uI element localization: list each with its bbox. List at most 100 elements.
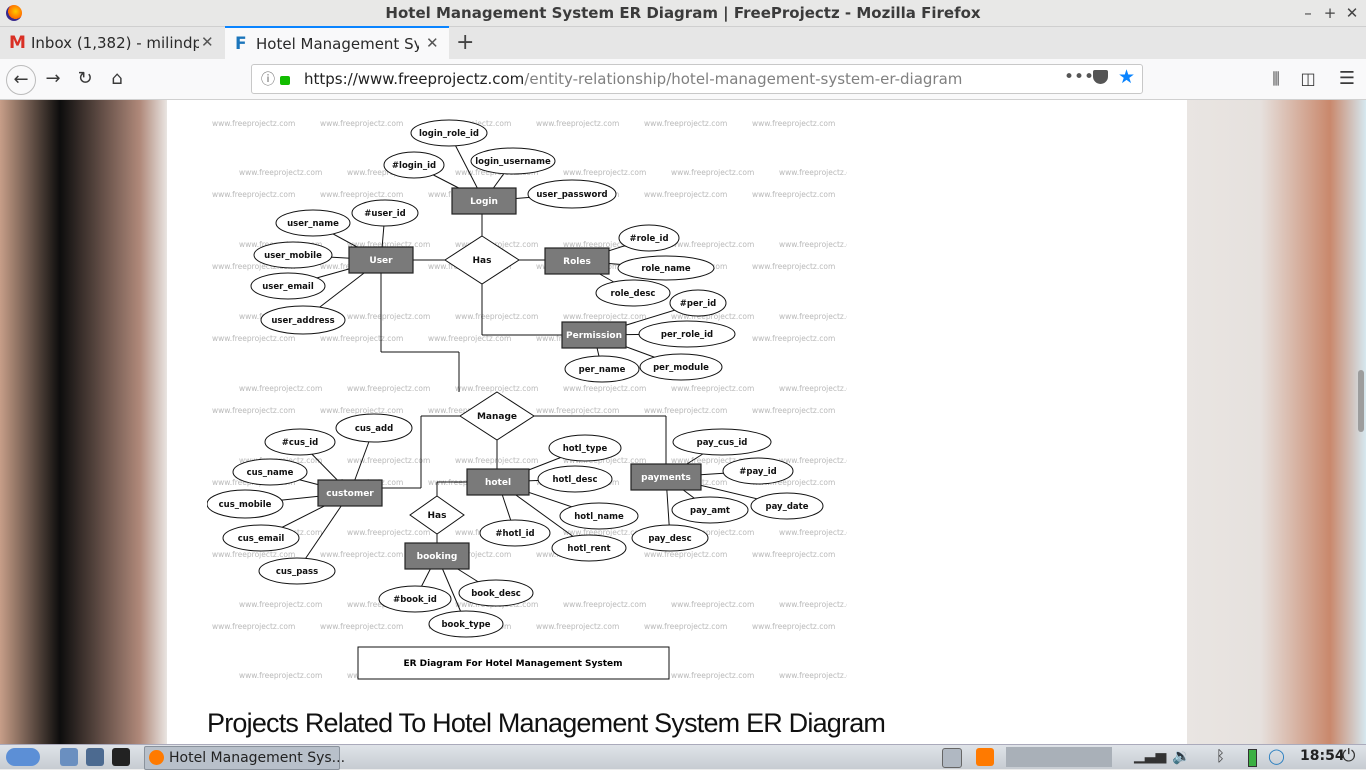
page-body: www.freeprojectz.com www.freeprojectz.com… xyxy=(167,100,1187,744)
watermark-text: www.freeprojectz.com xyxy=(671,456,754,465)
tab-hotel-er[interactable]: F Hotel Management Syste ✕ xyxy=(225,26,449,60)
sidebar-icon[interactable]: ◫ xyxy=(1300,69,1316,88)
home-icon[interactable]: ⌂ xyxy=(111,68,123,89)
entity-label-roles: Roles xyxy=(563,257,591,267)
page-actions-icon[interactable]: ••• xyxy=(1064,67,1095,87)
watermark-text: www.freeprojectz.com xyxy=(563,528,646,537)
entity-label-customer: customer xyxy=(326,489,374,499)
watermark-text: www.freeprojectz.com xyxy=(779,312,847,321)
forward-icon[interactable]: → xyxy=(45,68,61,89)
watermark-text: www.freeprojectz.com xyxy=(779,384,847,393)
related-projects-heading: Projects Related To Hotel Management Sys… xyxy=(207,708,886,738)
attribute-label-hotl-name: hotl_name xyxy=(574,512,624,522)
attribute-label-pay-date: pay_date xyxy=(766,502,809,512)
attribute-label-role-desc: role_desc xyxy=(611,289,656,299)
entity-label-payments: payments xyxy=(641,473,691,483)
clock: 18:54 xyxy=(1300,748,1345,764)
network-icon[interactable]: ▁▃▅ xyxy=(1134,748,1167,764)
watermark-text: www.freeprojectz.com xyxy=(563,312,646,321)
close-window-icon[interactable]: ✕ xyxy=(1345,4,1359,22)
power-icon[interactable]: ⏻ xyxy=(1342,746,1356,766)
attribute-ellipse xyxy=(618,224,680,252)
minimize-icon[interactable]: – xyxy=(1304,4,1312,22)
workspace-switcher[interactable] xyxy=(1006,747,1112,767)
attribute-label-cus-mobile: cus_mobile xyxy=(219,500,272,510)
watermark-text: www.freeprojectz.com xyxy=(320,622,403,631)
reload-icon[interactable]: ↻ xyxy=(77,68,93,89)
attribute-label-per-module: per_module xyxy=(653,363,709,373)
battery-icon[interactable] xyxy=(1248,749,1257,767)
bookmark-star-icon[interactable]: ★ xyxy=(1118,66,1136,88)
chat-icon[interactable]: ◯ xyxy=(1268,747,1285,765)
entity-box-payments xyxy=(630,463,702,491)
attribute-label-hotl-rent: hotl_rent xyxy=(567,544,610,554)
watermark-text: www.freeprojectz.com xyxy=(671,240,754,249)
entity-label-hotel: hotel xyxy=(485,478,511,488)
watermark-text: www.freeprojectz.com xyxy=(212,119,295,128)
url-text[interactable]: https://www.freeprojectz.com/entity-rela… xyxy=(304,70,962,88)
window-title: Hotel Management System ER Diagram | Fre… xyxy=(385,4,981,22)
watermark-text: www.freeprojectz.com xyxy=(320,119,403,128)
taskbar-window-firefox[interactable]: Hotel Management Sys... xyxy=(144,746,345,770)
attribute-ellipse xyxy=(564,355,640,383)
watermark-text: www.freeprojectz.com xyxy=(563,168,646,177)
pocket-icon[interactable] xyxy=(1093,70,1108,84)
maximize-icon[interactable]: + xyxy=(1323,4,1337,22)
attribute-ellipse xyxy=(207,489,284,519)
attribute-label-role-id: #role_id xyxy=(629,234,668,244)
attribute-ellipse xyxy=(631,524,709,552)
attribute-ellipse xyxy=(527,179,617,209)
tab-close-icon[interactable]: ✕ xyxy=(426,34,439,52)
watermark-text: www.freeprojectz.com xyxy=(320,406,403,415)
entity-label-booking: booking xyxy=(417,552,458,562)
watermark-text: www.freeprojectz.com xyxy=(752,334,835,343)
watermark-text: www.freeprojectz.com xyxy=(563,600,646,609)
attribute-ellipse xyxy=(222,524,300,552)
info-icon[interactable]: ⓘ xyxy=(261,72,275,88)
attribute-label-user-address: user_address xyxy=(271,316,334,326)
watermark-text: www.freeprojectz.com xyxy=(563,384,646,393)
attribute-ellipse xyxy=(383,151,445,179)
menu-icon[interactable]: ☰ xyxy=(1338,68,1356,89)
attribute-ellipse xyxy=(458,579,534,607)
attribute-label-login-username: login_username xyxy=(475,157,551,167)
watermark-text: www.freeprojectz.com xyxy=(752,119,835,128)
watermark-text: www.freeprojectz.com xyxy=(671,528,754,537)
bluetooth-icon[interactable]: ᛒ xyxy=(1216,747,1226,765)
url-bar[interactable]: ⓘ https://www.freeprojectz.com/entity-re… xyxy=(251,64,1143,94)
settings-icon[interactable] xyxy=(86,748,104,766)
start-menu-icon[interactable] xyxy=(6,748,40,766)
entity-box-customer xyxy=(317,479,383,507)
volume-icon[interactable]: 🔉 xyxy=(1172,747,1191,765)
page-scrollbar[interactable] xyxy=(1358,370,1364,432)
relationship-diamond xyxy=(444,235,520,285)
back-icon[interactable]: ← xyxy=(6,65,36,95)
attribute-label-user-id: #user_id xyxy=(364,209,405,219)
tab-close-icon[interactable]: ✕ xyxy=(201,33,214,51)
watermark-text: www.freeprojectz.com xyxy=(212,262,295,271)
attribute-ellipse xyxy=(672,428,772,456)
attribute-label-pay-desc: pay_desc xyxy=(648,534,691,544)
new-tab-icon[interactable]: + xyxy=(456,30,475,55)
tab-inbox[interactable]: M Inbox (1,382) - milindpat ✕ xyxy=(0,27,224,59)
firefox-launcher-icon[interactable] xyxy=(976,748,994,766)
relationship-diamond xyxy=(409,495,465,535)
entity-box-user xyxy=(348,246,414,274)
attribute-label-cus-pass: cus_pass xyxy=(276,567,318,577)
attribute-ellipse xyxy=(559,502,639,530)
attribute-label-role-name: role_name xyxy=(641,264,691,274)
terminal-icon[interactable] xyxy=(112,748,130,766)
relationship-diamond xyxy=(459,391,535,441)
watermark-text: www.freeprojectz.com xyxy=(212,622,295,631)
attribute-label-per-role-id: per_role_id xyxy=(661,330,713,340)
entity-box-booking xyxy=(404,542,470,570)
attribute-label-pay-id: #pay_id xyxy=(739,467,776,477)
show-desktop-icon[interactable] xyxy=(942,748,962,768)
nav-toolbar: ← → ↻ ⌂ ⓘ https://www.freeprojectz.com/e… xyxy=(0,59,1366,100)
watermark-text: www.freeprojectz.com xyxy=(779,528,847,537)
watermark-text: www.freeprojectz.com xyxy=(428,334,511,343)
library-icon[interactable]: ⫼ xyxy=(1272,69,1280,88)
file-manager-icon[interactable] xyxy=(60,748,78,766)
watermark-text: www.freeprojectz.com xyxy=(347,456,430,465)
attribute-label-user-password: user_password xyxy=(536,190,607,200)
